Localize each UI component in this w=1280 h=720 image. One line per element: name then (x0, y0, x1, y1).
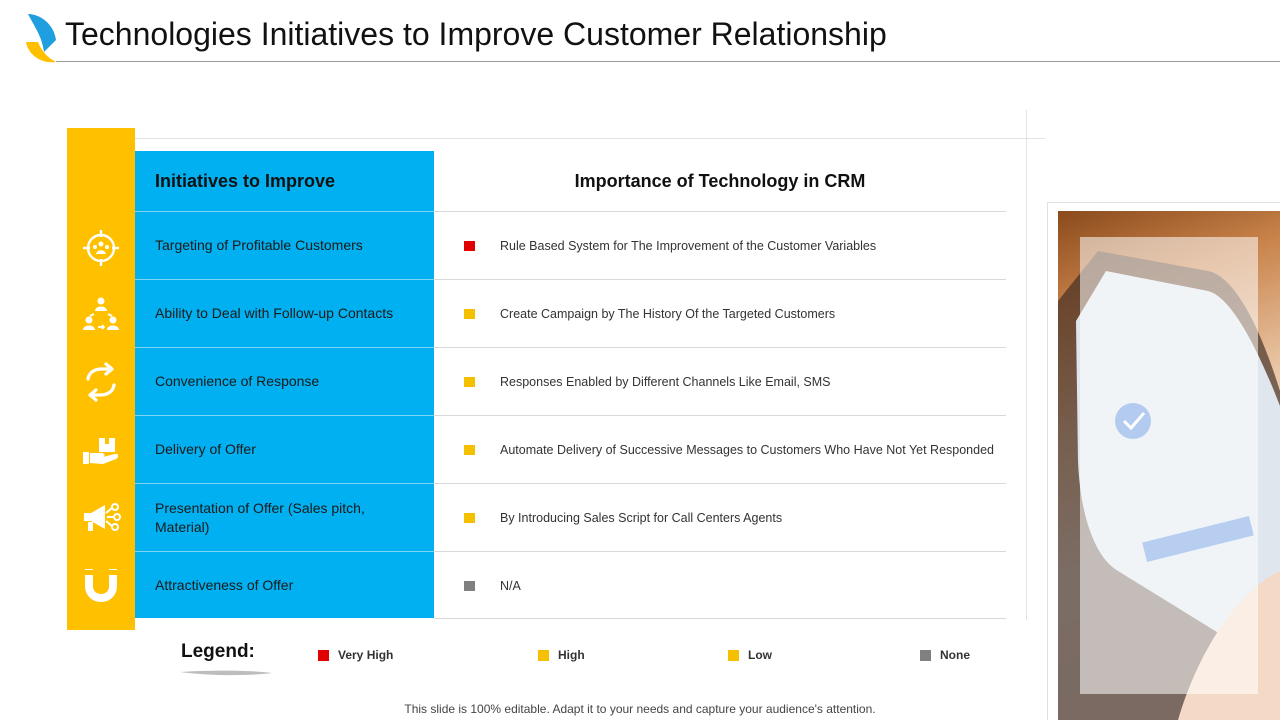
legend-label: Very High (338, 648, 394, 662)
importance-text: By Introducing Sales Script for Call Cen… (500, 511, 783, 525)
megaphone-icon (67, 484, 135, 552)
importance-text: Rule Based System for The Improvement of… (500, 239, 877, 253)
importance-text: N/A (500, 579, 521, 593)
initiative-cell: Convenience of Response (135, 347, 434, 415)
brand-logo-icon (26, 14, 56, 63)
legend-underline (180, 670, 272, 676)
table-row: Automate Delivery of Successive Messages… (434, 415, 1006, 483)
importance-header: Importance of Technology in CRM (574, 170, 866, 191)
initiative-cell: Attractiveness of Offer (135, 551, 434, 619)
level-indicator (464, 377, 475, 387)
legend-item-high: High (538, 648, 585, 662)
initiative-cell: Presentation of Offer (Sales pitch, Mate… (135, 483, 434, 551)
page-title: Technologies Initiatives to Improve Cust… (65, 16, 887, 52)
legend-title: Legend: (181, 641, 255, 662)
table-row: Responses Enabled by Different Channels … (434, 347, 1006, 415)
initiative-cell: Ability to Deal with Follow-up Contacts (135, 279, 434, 347)
importance-text: Automate Delivery of Successive Messages… (500, 443, 994, 457)
legend-item-low: Low (728, 648, 772, 662)
magnet-icon (67, 552, 135, 620)
legend-item-very-high: Very High (318, 648, 393, 662)
decorative-line (135, 138, 1045, 139)
table-row: Create Campaign by The History Of the Ta… (434, 279, 1006, 347)
level-indicator (464, 581, 475, 591)
initiative-cell: Targeting of Profitable Customers (135, 211, 434, 279)
level-indicator (464, 241, 475, 251)
level-indicator (464, 309, 475, 319)
table-row: By Introducing Sales Script for Call Cen… (434, 483, 1006, 551)
level-indicator (464, 513, 475, 523)
icon-bar (67, 128, 135, 630)
initiatives-column: Initiatives to Improve Targeting of Prof… (135, 151, 434, 618)
initiatives-header: Initiatives to Improve (155, 170, 336, 191)
legend-label: High (558, 648, 585, 662)
title-divider (56, 61, 1280, 62)
legend-swatch (538, 649, 549, 661)
importance-text: Responses Enabled by Different Channels … (500, 375, 831, 389)
legend-swatch (728, 649, 739, 661)
team-hierarchy-icon (67, 280, 135, 348)
legend-swatch (920, 649, 931, 661)
photo-overlay (1080, 237, 1258, 694)
legend-label: Low (748, 648, 772, 662)
table-row: N/A (434, 551, 1006, 619)
hand-box-icon (67, 416, 135, 484)
legend-label: None (940, 648, 970, 662)
decorative-line (1026, 110, 1027, 620)
table-bottom-rule (434, 618, 1006, 619)
legend-item-none: None (920, 648, 970, 662)
legend-swatch (318, 649, 329, 661)
target-people-icon (67, 214, 135, 282)
level-indicator (464, 445, 475, 455)
footer-note: This slide is 100% editable. Adapt it to… (404, 702, 876, 716)
importance-text: Create Campaign by The History Of the Ta… (500, 307, 836, 321)
initiative-cell: Delivery of Offer (135, 415, 434, 483)
refresh-arrows-icon (67, 348, 135, 416)
table-row: Rule Based System for The Improvement of… (434, 211, 1006, 279)
